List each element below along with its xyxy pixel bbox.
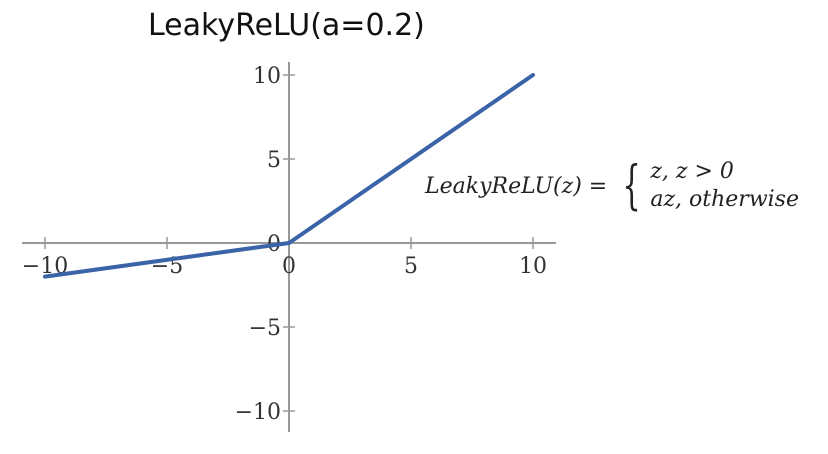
formula-lhs: LeakyReLU(z) =	[425, 173, 608, 199]
y-tick-label: 10	[253, 64, 281, 89]
formula-brace: {	[622, 156, 641, 216]
series-line	[43, 73, 535, 279]
x-tick-label: 10	[519, 254, 547, 279]
y-tick-label: −5	[249, 316, 281, 341]
formula-case-positive: z, z > 0	[650, 159, 734, 184]
y-tick-label: −10	[235, 400, 281, 425]
formula-cases: z, z > 0 az, otherwise	[650, 158, 799, 214]
y-tick-label: 5	[267, 148, 281, 173]
x-tick-label: 5	[404, 254, 418, 279]
chart-title: LeakyReLU(a=0.2)	[148, 8, 425, 43]
x-tick-label: 0	[282, 254, 296, 279]
formula-annotation: LeakyReLU(z) = { z, z > 0 az, otherwise	[425, 158, 799, 214]
formula-case-otherwise: az, otherwise	[650, 187, 799, 212]
